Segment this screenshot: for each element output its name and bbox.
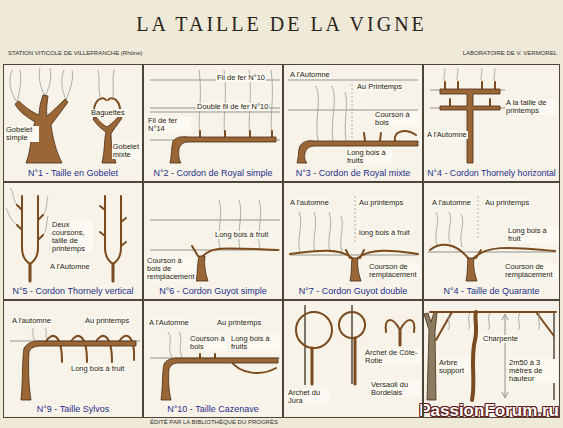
panel-caption: N°4 - Cordon Thornely horizontal — [426, 168, 557, 179]
laboratory-header: LABORATOIRE DE V. VERMOREL — [463, 50, 557, 57]
vine-panel: N°10 - Taille Cazenave A l'Automne Au prin… — [143, 300, 283, 418]
panel-caption: N°2 - Cordon de Royal simple — [152, 168, 273, 179]
panel-caption: N°3 - Cordon de Royal mixte — [295, 168, 412, 179]
vine-label: Courson de remplacement — [504, 263, 558, 279]
vine-label: Long bois à fruit — [214, 231, 269, 239]
vine-label: Au printemps — [358, 199, 404, 207]
vine-label: Courson de remplacement — [368, 263, 420, 279]
archet-vines — [296, 305, 414, 385]
vine-label: A l'Automne — [49, 263, 91, 271]
panel-caption: N°7 - Cordon Guyot double — [298, 286, 409, 297]
vine-label: A l'Automne — [148, 319, 190, 327]
watermark: PassionForum.ru — [419, 401, 559, 421]
vine-label: Charpente — [482, 335, 519, 343]
panel-caption: N°6 - Cordon Guyot simple — [158, 286, 268, 297]
vine-label: Courson à bois — [374, 111, 420, 127]
vine-label: A l'automne — [11, 317, 52, 325]
thornely-horizontal-vine — [430, 68, 505, 163]
vine-panel: Archet du Jura Archet de Côte-RotieVersao… — [283, 300, 423, 418]
vine-label: Au printemps — [216, 319, 262, 327]
vine-label: Gobelet mixte — [112, 143, 142, 159]
vine-label: Courson à bois — [189, 335, 227, 351]
vine-panel: N°6 - Cordon Guyot simple Courson à bois … — [143, 182, 283, 300]
panel-caption: N°9 - Taille Sylvos — [36, 404, 110, 415]
vine-label: Gobelet simple — [5, 126, 39, 142]
station-header: STATION VITICOLE DE VILLEFRANCHE (Rhône) — [8, 50, 142, 57]
vine-panel: N°9 - Taille Sylvos A l'automne Au printem… — [3, 300, 143, 418]
vine-label: Archet de Côte-Rotie — [364, 349, 420, 365]
vine-panel: N°4 - Cordon Thornely horizontal A la tai… — [423, 64, 560, 182]
panel-caption: N°10 - Taille Cazenave — [166, 404, 259, 415]
panel-caption: N°1 - Taille en Gobelet — [27, 168, 119, 179]
vine-label: Long bois à fruits — [230, 335, 280, 351]
vine-label: Au Printemps — [356, 83, 403, 91]
vine-label: Au printemps — [484, 199, 530, 207]
vine-panel: N°4 - Taille de Quarante A l'automne Au pr… — [423, 182, 560, 300]
vine-label: Fil de fer N°14 — [147, 117, 191, 133]
vine-panel: N°1 - Taille en Gobelet Gobelet simple Bag… — [3, 64, 143, 182]
vine-label: Long bois à fruit — [70, 365, 125, 373]
vine-label: Fil de fer N°10 — [216, 74, 266, 82]
vine-label: Courson à bois de remplacement — [146, 257, 196, 281]
thornely-vertical-vine — [6, 188, 126, 281]
vine-label: A l'Automne — [289, 71, 331, 79]
vine-label: Long bois à fruit — [507, 227, 559, 243]
vine-label: A l'Automne — [426, 131, 468, 139]
vine-label: Deux coursons, taille de printemps — [51, 221, 93, 253]
vine-label: Archet du Jura — [287, 389, 329, 405]
vine-panel: N°7 - Cordon Guyot double A l'automne Au p… — [283, 182, 423, 300]
vine-panel: N°3 - Cordon de Royal mixte A l'AutomneAu… — [283, 64, 423, 182]
vine-label: A l'automne — [431, 199, 472, 207]
vine-label: Baguettes — [90, 109, 126, 117]
vine-panel: N°5 - Cordon Thornely vertical Deux cours… — [3, 182, 143, 300]
panel-caption: N°5 - Cordon Thornely vertical — [12, 286, 135, 297]
publisher-footer: ÉDITÉ PAR LA BIBLIOTHÈQUE DU PROGRÈS — [150, 419, 278, 426]
sylvos-vine — [10, 328, 140, 400]
panel-caption: N°4 - Taille de Quarante — [443, 286, 541, 297]
vine-label: Arbre support — [438, 359, 470, 375]
vine-panel: N°2 - Cordon de Royal simple Fil de fer N… — [143, 64, 283, 182]
tree-trained-vine — [424, 312, 556, 400]
vine-label: Versaoli du Bordelais — [370, 381, 420, 397]
diagram-title: LA TAILLE DE LA VIGNE — [0, 12, 563, 36]
vine-label: Long bois à fruits — [346, 149, 392, 165]
vine-label: 2m50 à 3 mètres de hauteur — [508, 359, 558, 383]
cazenave-vine — [150, 332, 280, 400]
panel-ground — [3, 64, 560, 418]
vine-label: A la taille de printemps — [505, 99, 557, 115]
vine-panel: Arbre support Charpente 2m50 à 3 mètres de… — [423, 300, 560, 418]
vine-label: Double fil de fer N°10 — [196, 103, 269, 111]
vine-label: long bois à fruit — [358, 229, 411, 237]
vine-label: A l'automne — [289, 199, 330, 207]
vine-label: Au printemps — [84, 317, 130, 325]
